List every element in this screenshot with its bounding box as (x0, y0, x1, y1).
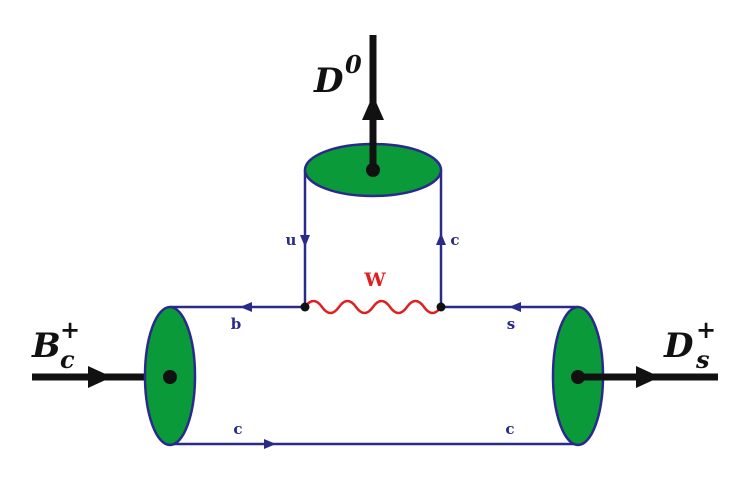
arrow-c-bottom (264, 439, 276, 449)
arrow-c-loop (436, 233, 446, 245)
d0-symbol: D (313, 61, 344, 101)
ds-symbol: D (663, 326, 694, 366)
bc-sub: c (60, 345, 75, 374)
particle-label-bc: B + c (31, 315, 80, 374)
outgoing-right-arrow (636, 366, 660, 388)
arrow-s (509, 302, 521, 312)
arrow-b (240, 302, 252, 312)
ds-sup: + (696, 315, 716, 344)
d0-sup: 0 (345, 50, 362, 79)
bc-symbol: B (31, 326, 61, 366)
vertex-left (300, 302, 310, 312)
particle-label-d0: D 0 (313, 50, 362, 101)
top-meson-center-dot (366, 163, 380, 177)
incoming-meson-arrow (88, 366, 112, 388)
quark-label-b: b (231, 315, 242, 333)
quark-label-s: s (507, 315, 515, 333)
quark-label-u: u (286, 231, 297, 249)
arrow-u (300, 235, 310, 247)
bc-sup: + (60, 315, 80, 344)
outgoing-top-arrow (362, 95, 384, 120)
particle-label-ds: D + s (663, 315, 716, 374)
w-boson-line (303, 299, 443, 315)
left-meson-center-dot (163, 370, 177, 384)
boson-label-w: W (363, 269, 386, 291)
quark-label-c-bottom-right: c (505, 420, 514, 438)
quark-label-c-bottom-left: c (233, 420, 242, 438)
ds-sub: s (695, 345, 710, 374)
right-meson-center-dot (571, 370, 585, 384)
vertex-right (436, 302, 446, 312)
quark-label-c-loop: c (450, 231, 459, 249)
